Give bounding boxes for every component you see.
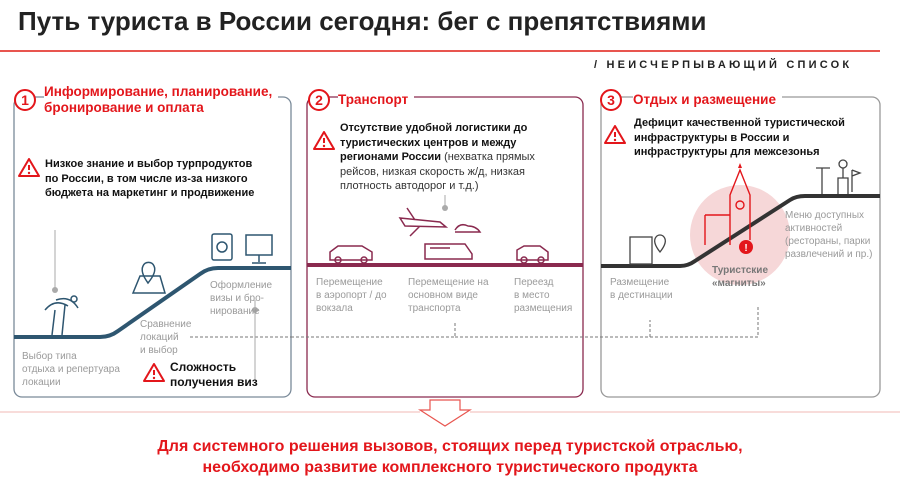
stage2-title: Транспорт bbox=[338, 92, 415, 108]
tourist-icon bbox=[816, 159, 862, 194]
step-label-magnets: Туристские«магниты» bbox=[712, 265, 769, 289]
subtitle-text: НЕИСЧЕРПЫВАЮЩИЙ СПИСОК bbox=[606, 59, 853, 71]
alert-icon bbox=[739, 240, 753, 254]
stage1-issue: Низкое знание и выбор турпродуктов по Рос… bbox=[45, 157, 254, 201]
issue-line: бюджета на маркетинг и продвижение bbox=[45, 187, 255, 199]
stage-number-3: 3 bbox=[600, 89, 622, 111]
stage2-frame bbox=[306, 96, 584, 398]
page-title: Путь туриста в России сегодня: бег с пре… bbox=[18, 6, 707, 36]
stage-number-2: 2 bbox=[308, 89, 330, 111]
title-divider bbox=[0, 50, 880, 52]
palm-icon bbox=[44, 295, 79, 336]
stage1-title-line: Информирование, планирование, bbox=[44, 84, 273, 99]
warning-icon bbox=[313, 131, 335, 150]
issue-line: Низкое знание и выбор турпродуктов bbox=[45, 158, 253, 170]
warning-icon bbox=[604, 125, 626, 144]
train-icon bbox=[424, 243, 473, 260]
warning-icon bbox=[143, 363, 165, 382]
down-arrow-icon bbox=[417, 399, 473, 427]
map-pin-icon bbox=[131, 261, 167, 294]
airplane-icon bbox=[398, 207, 482, 237]
dotted-connector bbox=[190, 305, 759, 338]
warning-icon bbox=[18, 158, 40, 177]
hotel-icon bbox=[629, 234, 666, 265]
subtitle: / НЕИСЧЕРПЫВАЮЩИЙ СПИСОК bbox=[594, 59, 853, 71]
taxi-icon-2 bbox=[516, 245, 549, 264]
conclusion-line: Для системного решения вызовов, стоящих … bbox=[157, 438, 743, 455]
conclusion-line: необходимо развитие комплексного туристи… bbox=[202, 459, 698, 476]
stage1-path bbox=[14, 266, 291, 339]
conclusion-text: Для системного решения вызовов, стоящих … bbox=[0, 436, 900, 478]
stage1-title-line: бронирование и оплата bbox=[44, 100, 204, 115]
taxi-icon bbox=[329, 245, 373, 264]
stage1-title: Информирование, планирование,бронировани… bbox=[44, 84, 279, 116]
stage-number-1: 1 bbox=[14, 89, 36, 111]
passport-icon bbox=[211, 233, 273, 264]
highlight-circle bbox=[690, 185, 790, 285]
issue-line: по России, в том числе из-за низкого bbox=[45, 172, 248, 185]
svg-text:!: ! bbox=[744, 243, 747, 254]
stage3-title: Отдых и размещение bbox=[633, 92, 782, 108]
stage3-path bbox=[601, 194, 880, 268]
kremlin-tower-icon bbox=[704, 168, 751, 245]
